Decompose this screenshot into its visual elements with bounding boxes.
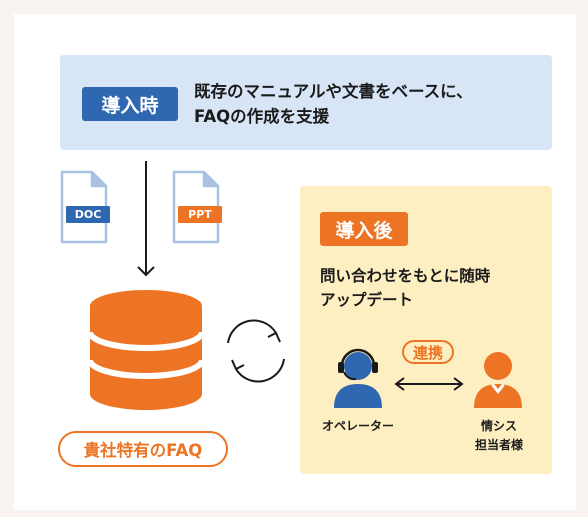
intro-description-line2: FAQの作成を支援 bbox=[194, 107, 330, 126]
sync-arrows-icon bbox=[227, 319, 285, 383]
doc-label: DOC bbox=[66, 206, 110, 223]
operator-icon bbox=[334, 348, 382, 408]
database-label: 貴社特有のFAQ bbox=[58, 431, 228, 467]
it-staff-label: 情シス 担当者様 bbox=[458, 417, 540, 455]
bidirectional-arrow-icon bbox=[394, 377, 464, 391]
after-description: 問い合わせをもとに随時 アップデート bbox=[320, 264, 545, 312]
it-staff-label-line1: 情シス bbox=[480, 419, 517, 433]
link-badge: 連携 bbox=[402, 340, 454, 364]
after-panel: 導入後 問い合わせをもとに随時 アップデート bbox=[300, 186, 552, 474]
database-icon bbox=[87, 290, 205, 410]
operator-label: オペレーター bbox=[321, 419, 394, 433]
intro-description-line1: 既存のマニュアルや文書をベースに、 bbox=[194, 82, 473, 101]
intro-panel: 導入時 既存のマニュアルや文書をベースに、 FAQの作成を支援 bbox=[60, 55, 552, 150]
it-staff-label-line2: 担当者様 bbox=[474, 438, 523, 452]
after-description-line2: アップデート bbox=[320, 291, 414, 309]
it-staff-icon bbox=[474, 352, 522, 408]
after-description-line1: 問い合わせをもとに随時 bbox=[320, 267, 491, 285]
intro-description: 既存のマニュアルや文書をベースに、 FAQの作成を支援 bbox=[194, 79, 546, 129]
intro-tag: 導入時 bbox=[82, 87, 178, 121]
after-graphics bbox=[334, 348, 522, 408]
down-arrow-icon bbox=[137, 161, 155, 277]
ppt-label: PPT bbox=[178, 206, 222, 223]
after-tag: 導入後 bbox=[320, 212, 408, 246]
diagram-canvas: 導入時 既存のマニュアルや文書をベースに、 FAQの作成を支援 bbox=[14, 14, 576, 510]
